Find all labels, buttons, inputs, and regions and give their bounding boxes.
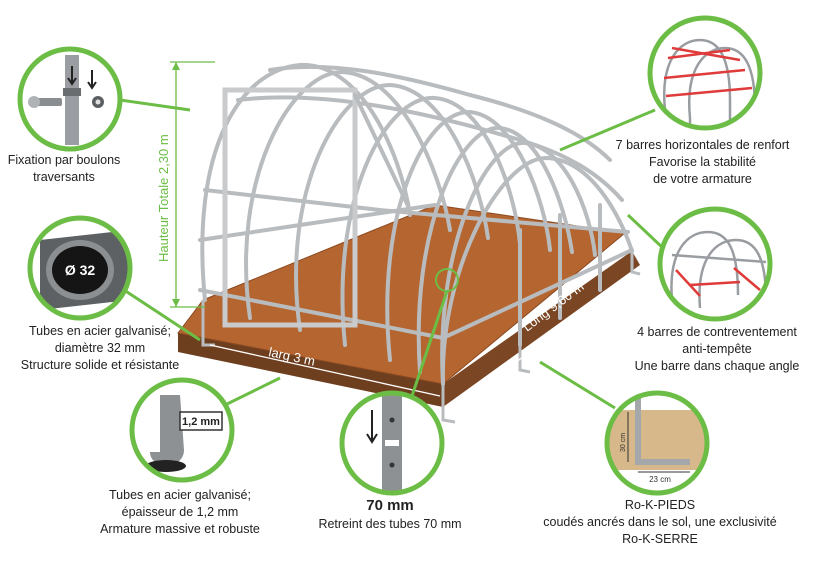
caption-reinforcement: 7 barres horizontales de renfort Favoris… [600, 137, 805, 188]
caption-pieds: Ro-K-PIEDS coudés ancrés dans le sol, un… [540, 497, 780, 548]
caption-tube-diameter: Tubes en acier galvanisé; diamètre 32 mm… [0, 323, 200, 374]
greenhouse-illustration: Hauteur Totale 2,30 m larg 3 m Long 9,60… [156, 61, 641, 424]
storm-bracing-icon [657, 206, 773, 322]
caption-tube-thickness-line-2: épaisseur de 1,2 mm [121, 505, 239, 519]
caption-tube-diameter-line-3: Structure solide et résistante [20, 358, 180, 372]
bolt-fixing-icon [17, 46, 123, 152]
tube-joint-icon [339, 390, 445, 496]
caption-reinforcement-line-3: de votre armature [653, 172, 752, 186]
caption-tube-thickness-line-1: Tubes en acier galvanisé; [109, 488, 251, 502]
caption-bracing-line-3: Une barre dans chaque angle [634, 359, 800, 373]
caption-tube-diameter-line-1: Tubes en acier galvanisé; [29, 324, 171, 338]
caption-tube-thickness-line-3: Armature massive et robuste [100, 522, 260, 536]
caption-bolts-line-2: traversants [33, 170, 95, 184]
caption-pieds-line-1: Ro-K-PIEDS [624, 498, 696, 512]
caption-tube-diameter-line-2: diamètre 32 mm [54, 341, 146, 355]
caption-bolts: Fixation par boulons traversants [0, 152, 128, 186]
tube-thickness-badge: 1,2 mm [182, 416, 220, 428]
greenhouse-frame [198, 62, 634, 386]
caption-tube-thickness: Tubes en acier galvanisé; épaisseur de 1… [80, 487, 280, 538]
pieds-horizontal-dim: 23 cm [649, 475, 671, 484]
caption-pieds-line-2: coudés ancrés dans le sol, une exclusivi… [543, 515, 777, 529]
caption-bracing: 4 barres de contreventement anti-tempête… [614, 324, 820, 375]
caption-bolts-line-1: Fixation par boulons [7, 153, 121, 167]
height-dimension-label: Hauteur Totale 2,30 m [156, 134, 171, 262]
caption-retreint-line-1: Retreint des tubes 70 mm [318, 517, 462, 531]
reinforcement-bars-icon [647, 15, 763, 131]
caption-bracing-line-1: 4 barres de contreventement [637, 325, 797, 339]
callout-connectors [112, 97, 667, 410]
anchor-foot-icon: 30 cm 23 cm [604, 390, 710, 496]
tube-diameter-badge: Ø 32 [65, 262, 96, 278]
caption-retreint-headline: 70 mm [366, 497, 414, 514]
pieds-vertical-dim: 30 cm [620, 433, 627, 452]
caption-bracing-line-2: anti-tempête [682, 342, 752, 356]
soil-bed-right-side [443, 251, 640, 407]
soil-bed-front-side [178, 333, 443, 407]
caption-pieds-line-3: Ro-K-SERRE [622, 532, 698, 546]
dimension-lines [170, 61, 215, 308]
caption-retreint: 70 mm Retreint des tubes 70 mm [290, 496, 490, 533]
tube-thickness-icon: 1,2 mm [129, 377, 235, 483]
caption-reinforcement-line-2: Favorise la stabilité [649, 155, 756, 169]
caption-reinforcement-line-1: 7 barres horizontales de renfort [615, 138, 790, 152]
tube-section-icon: Ø 32 [27, 215, 133, 321]
